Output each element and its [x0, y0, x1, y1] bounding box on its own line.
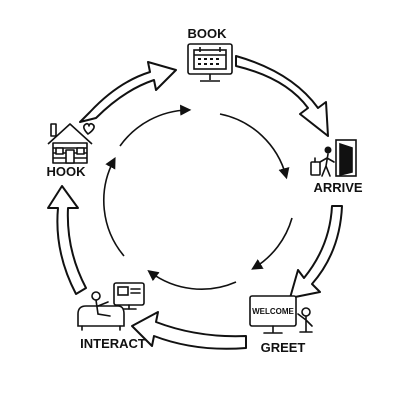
inner-cycle [103, 104, 293, 290]
person-sofa-tv-icon [77, 282, 145, 331]
welcome-screen-text: WELCOME [252, 307, 294, 316]
stage-label-greet: GREET [261, 340, 306, 355]
inner-arc-left [103, 157, 125, 257]
outer-cycle [47, 55, 343, 350]
stage-label-hook: HOOK [47, 164, 87, 179]
arrow-greet-to-interact [131, 311, 247, 350]
welcome-screen-person-icon [249, 295, 313, 334]
arrow-arrive-to-greet [289, 205, 343, 299]
person-luggage-door-icon [310, 139, 357, 177]
cabin-heart-icon [47, 122, 95, 164]
calendar-monitor-icon [187, 43, 233, 82]
inner-arc-bottom [147, 269, 237, 290]
inner-arc-right [219, 113, 290, 180]
inner-arc-lower-right [251, 217, 293, 270]
arrow-hook-to-book [79, 61, 177, 123]
inner-arc-top [119, 104, 192, 147]
arrow-interact-to-hook [47, 185, 87, 295]
stage-label-arrive: ARRIVE [313, 180, 362, 195]
stage-label-interact: INTERACT [80, 336, 146, 351]
arrow-book-to-arrive [235, 55, 329, 137]
stage-label-book: BOOK [188, 26, 228, 41]
